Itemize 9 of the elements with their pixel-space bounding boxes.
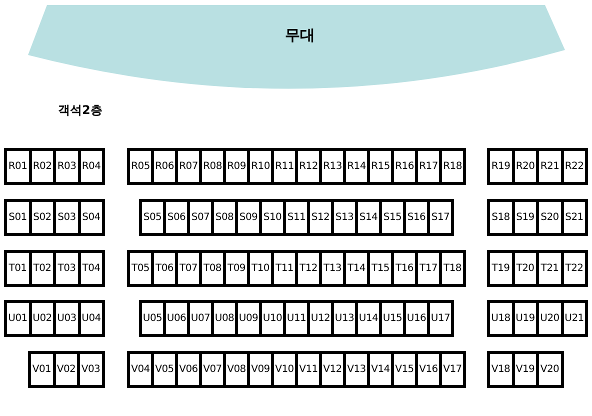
floor-label: 객석2층 [58, 102, 102, 119]
seat-box: R18 [439, 148, 466, 185]
seat-box: S17 [427, 199, 454, 236]
stage-label: 무대 [284, 26, 316, 45]
seat-box: V03 [77, 351, 104, 388]
seat-box: V20 [536, 351, 564, 388]
seat-box: V17 [439, 351, 466, 388]
seat-box: U17 [427, 300, 454, 337]
seat-box: T18 [439, 250, 466, 287]
